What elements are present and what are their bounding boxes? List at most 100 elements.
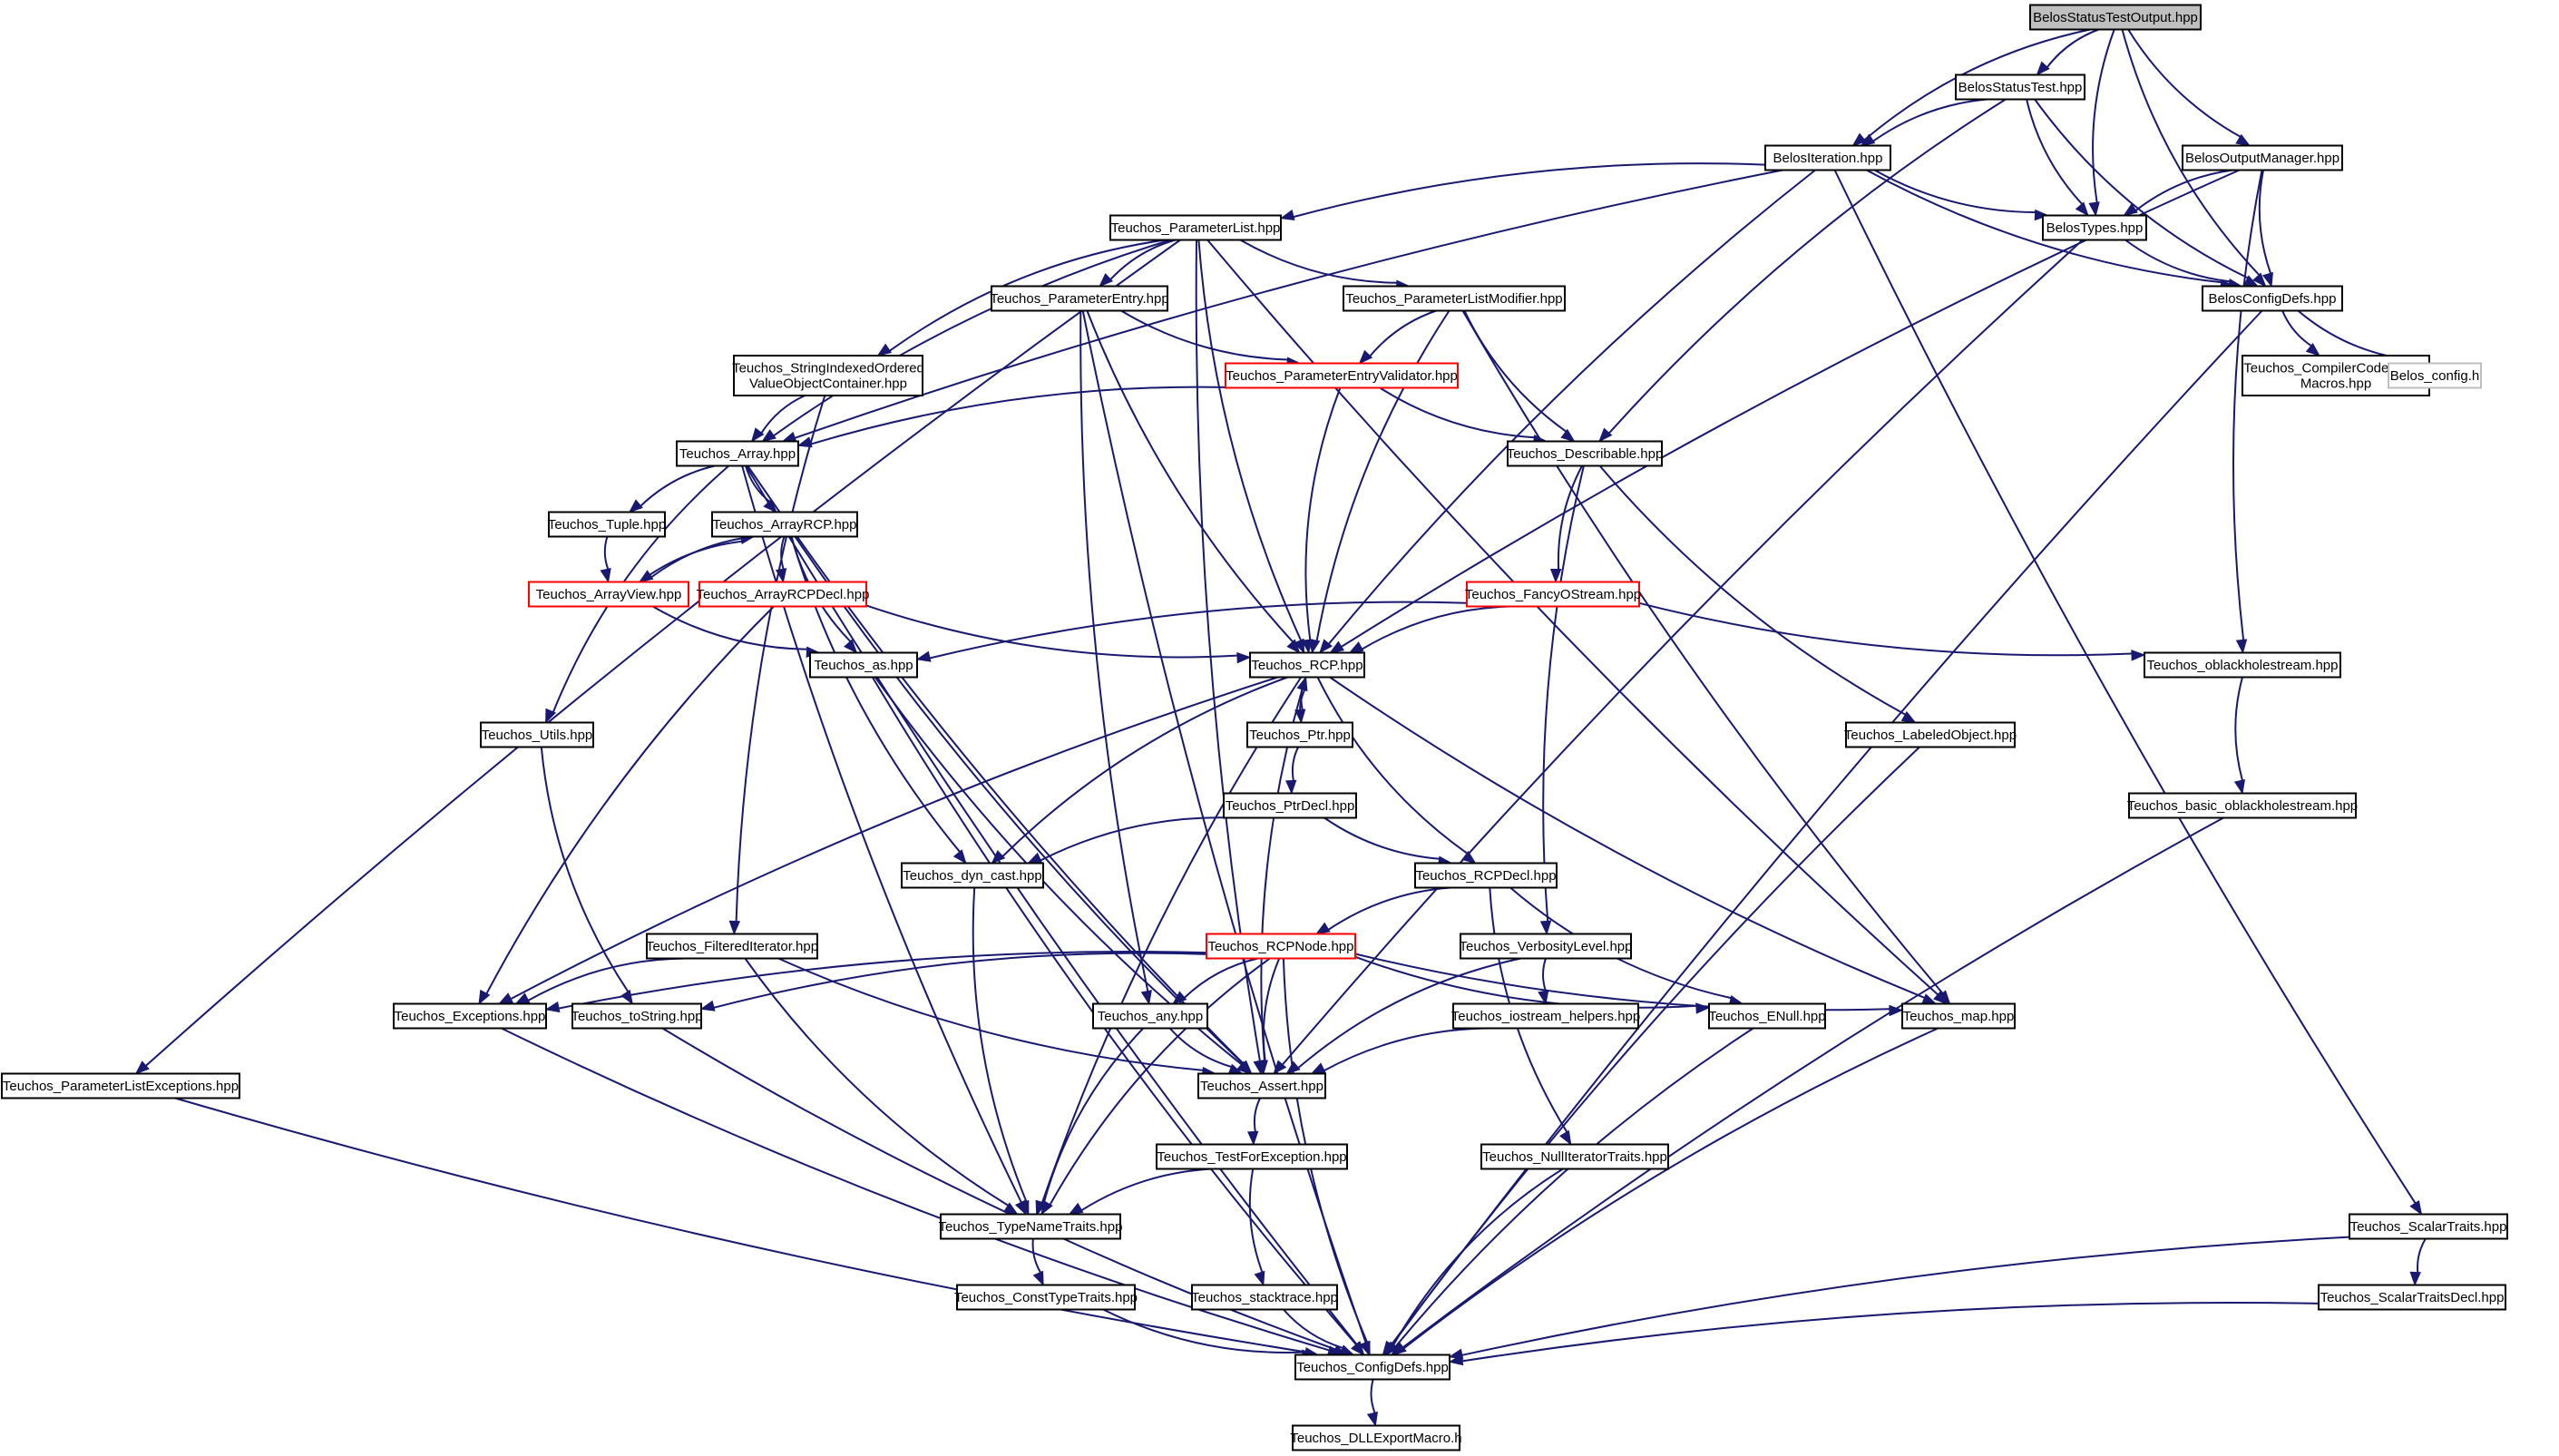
node-teuchos-filterediterator-hpp[interactable]: Teuchos_FilteredIterator.hpp xyxy=(646,933,818,960)
node-box[interactable] xyxy=(676,440,799,467)
node-teuchos-exceptions-hpp[interactable]: Teuchos_Exceptions.hpp xyxy=(393,1002,547,1030)
node-teuchos-typenametraits-hpp[interactable]: Teuchos_TypeNameTraits.hpp xyxy=(939,1213,1123,1240)
node-teuchos-dllexportmacro-h[interactable]: Teuchos_DLLExportMacro.h xyxy=(1290,1424,1462,1451)
node-teuchos-testforexception-hpp[interactable]: Teuchos_TestForException.hpp xyxy=(1156,1143,1348,1170)
node-belosconfigdefs-hpp[interactable]: BelosConfigDefs.hpp xyxy=(2202,285,2343,312)
node-teuchos-arrayview-hpp[interactable]: Teuchos_ArrayView.hpp xyxy=(528,581,689,608)
node-teuchos-map-hpp[interactable]: Teuchos_map.hpp xyxy=(1901,1002,2016,1030)
node-box[interactable] xyxy=(711,511,858,538)
node-teuchos-fancyostream-hpp[interactable]: Teuchos_FancyOStream.hpp xyxy=(1465,581,1641,608)
node-teuchos-parameterentry-hpp[interactable]: Teuchos_ParameterEntry.hpp xyxy=(990,285,1169,312)
node-belositeration-hpp[interactable]: BelosIteration.hpp xyxy=(1764,144,1891,171)
node-teuchos-rcp-hpp[interactable]: Teuchos_RCP.hpp xyxy=(1249,651,1365,679)
node-teuchos-array-hpp[interactable]: Teuchos_Array.hpp xyxy=(676,440,799,467)
node-box[interactable] xyxy=(1845,721,2016,748)
node-box[interactable] xyxy=(956,1284,1136,1311)
node-teuchos-rcpnode-hpp[interactable]: Teuchos_RCPNode.hpp xyxy=(1206,933,1356,960)
node-teuchos-stringindexedorderedvalueobjectcontainer-hpp[interactable]: Teuchos_StringIndexedOrderedValueObjectC… xyxy=(732,355,924,396)
node-teuchos-tuple-hpp[interactable]: Teuchos_Tuple.hpp xyxy=(548,511,666,538)
node-box[interactable] xyxy=(1092,1002,1208,1030)
node-teuchos-scalartraits-hpp[interactable]: Teuchos_ScalarTraits.hpp xyxy=(2349,1213,2508,1240)
node-teuchos-verbositylevel-hpp[interactable]: Teuchos_VerbosityLevel.hpp xyxy=(1460,933,1633,960)
node-teuchos-tostring-hpp[interactable]: Teuchos_toString.hpp xyxy=(571,1002,703,1030)
node-teuchos-ptrdecl-hpp[interactable]: Teuchos_PtrDecl.hpp xyxy=(1223,792,1357,819)
node-teuchos-stacktrace-hpp[interactable]: Teuchos_stacktrace.hpp xyxy=(1191,1284,1338,1311)
node-box[interactable] xyxy=(733,355,923,396)
node-box[interactable] xyxy=(1223,792,1357,819)
node-teuchos-arrayrcp-hpp[interactable]: Teuchos_ArrayRCP.hpp xyxy=(711,511,858,538)
node-box[interactable] xyxy=(1249,651,1365,679)
node-box[interactable] xyxy=(1225,362,1459,389)
node-belosoutputmanager-hpp[interactable]: BelosOutputManager.hpp xyxy=(2182,144,2343,171)
node-teuchos-scalartraitsdecl-hpp[interactable]: Teuchos_ScalarTraitsDecl.hpp xyxy=(2318,1284,2506,1311)
node-box[interactable] xyxy=(1246,721,1353,748)
node-teuchos-dyn-cast-hpp[interactable]: Teuchos_dyn_cast.hpp xyxy=(901,862,1044,889)
node-box[interactable] xyxy=(1292,1424,1460,1451)
node-teuchos-describable-hpp[interactable]: Teuchos_Describable.hpp xyxy=(1507,440,1664,467)
node-teuchos-parameterlistexceptions-hpp[interactable]: Teuchos_ParameterListExceptions.hpp xyxy=(1,1072,240,1099)
node-teuchos-rcpdecl-hpp[interactable]: Teuchos_RCPDecl.hpp xyxy=(1414,862,1558,889)
node-box[interactable] xyxy=(480,721,594,748)
node-teuchos-as-hpp[interactable]: Teuchos_as.hpp xyxy=(809,651,918,679)
node-box[interactable] xyxy=(2144,651,2341,679)
node-teuchos-labeledobject-hpp[interactable]: Teuchos_LabeledObject.hpp xyxy=(1844,721,2017,748)
node-box[interactable] xyxy=(1109,214,1282,241)
node-teuchos-basic-oblackholestream-hpp[interactable]: Teuchos_basic_oblackholestream.hpp xyxy=(2127,792,2358,819)
node-teuchos-any-hpp[interactable]: Teuchos_any.hpp xyxy=(1092,1002,1208,1030)
node-box[interactable] xyxy=(1955,73,2085,101)
node-teuchos-nulliteratortraits-hpp[interactable]: Teuchos_NullIteratorTraits.hpp xyxy=(1480,1143,1669,1170)
node-box[interactable] xyxy=(2242,355,2430,396)
node-teuchos-configdefs-hpp[interactable]: Teuchos_ConfigDefs.hpp xyxy=(1294,1353,1450,1381)
node-belosstatustest-hpp[interactable]: BelosStatusTest.hpp xyxy=(1955,73,2085,101)
node-box[interactable] xyxy=(2202,285,2343,312)
node-box[interactable] xyxy=(393,1002,547,1030)
node-box[interactable] xyxy=(2042,214,2147,241)
node-box[interactable] xyxy=(2128,792,2357,819)
node-box[interactable] xyxy=(1,1072,240,1099)
node-box[interactable] xyxy=(2182,144,2343,171)
node-box[interactable] xyxy=(1343,285,1566,312)
node-belostypes-hpp[interactable]: BelosTypes.hpp xyxy=(2042,214,2147,241)
node-box[interactable] xyxy=(1294,1353,1450,1381)
node-belosstatustestoutput-hpp[interactable]: BelosStatusTestOutput.hpp xyxy=(2029,4,2202,31)
node-box[interactable] xyxy=(1480,1143,1669,1170)
node-box[interactable] xyxy=(646,933,818,960)
node-box[interactable] xyxy=(940,1213,1121,1240)
node-box[interactable] xyxy=(548,511,666,538)
node-teuchos-parameterentryvalidator-hpp[interactable]: Teuchos_ParameterEntryValidator.hpp xyxy=(1225,362,1459,389)
node-box[interactable] xyxy=(1452,1002,1639,1030)
node-teuchos-parameterlist-hpp[interactable]: Teuchos_ParameterList.hpp xyxy=(1109,214,1282,241)
node-box[interactable] xyxy=(528,581,689,608)
node-teuchos-assert-hpp[interactable]: Teuchos_Assert.hpp xyxy=(1197,1072,1326,1099)
node-teuchos-consttypetraits-hpp[interactable]: Teuchos_ConstTypeTraits.hpp xyxy=(954,1284,1138,1311)
node-teuchos-iostream-helpers-hpp[interactable]: Teuchos_iostream_helpers.hpp xyxy=(1451,1002,1640,1030)
node-teuchos-utils-hpp[interactable]: Teuchos_Utils.hpp xyxy=(480,721,594,748)
node-belos-config-h[interactable]: Belos_config.h xyxy=(2388,362,2482,389)
node-box[interactable] xyxy=(698,581,867,608)
node-box[interactable] xyxy=(1414,862,1558,889)
node-box[interactable] xyxy=(991,285,1168,312)
node-teuchos-ptr-hpp[interactable]: Teuchos_Ptr.hpp xyxy=(1246,721,1353,748)
node-box[interactable] xyxy=(901,862,1044,889)
node-box[interactable] xyxy=(1764,144,1891,171)
node-box[interactable] xyxy=(1206,933,1356,960)
node-teuchos-oblackholestream-hpp[interactable]: Teuchos_oblackholestream.hpp xyxy=(2144,651,2341,679)
node-box[interactable] xyxy=(1460,933,1632,960)
node-box[interactable] xyxy=(2349,1213,2508,1240)
node-box[interactable] xyxy=(1197,1072,1326,1099)
node-box[interactable] xyxy=(2029,4,2202,31)
node-box[interactable] xyxy=(1708,1002,1826,1030)
node-box[interactable] xyxy=(1191,1284,1338,1311)
node-box[interactable] xyxy=(571,1002,702,1030)
node-teuchos-arrayrcpdecl-hpp[interactable]: Teuchos_ArrayRCPDecl.hpp xyxy=(697,581,870,608)
node-box[interactable] xyxy=(1466,581,1640,608)
node-teuchos-enull-hpp[interactable]: Teuchos_ENull.hpp xyxy=(1708,1002,1826,1030)
node-box[interactable] xyxy=(2318,1284,2506,1311)
node-box[interactable] xyxy=(2388,362,2482,389)
node-box[interactable] xyxy=(1156,1143,1348,1170)
node-box[interactable] xyxy=(809,651,918,679)
node-teuchos-parameterlistmodifier-hpp[interactable]: Teuchos_ParameterListModifier.hpp xyxy=(1343,285,1566,312)
node-box[interactable] xyxy=(1507,440,1663,467)
node-box[interactable] xyxy=(1901,1002,2016,1030)
